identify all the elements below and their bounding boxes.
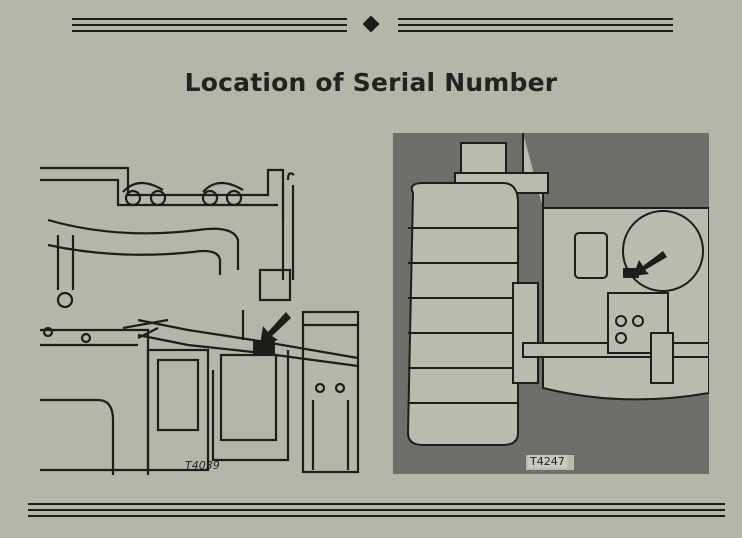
axle-illustration: [393, 133, 709, 474]
figure-code-right: T4247: [528, 455, 567, 468]
engine-illustration: [40, 166, 360, 475]
page-title: Location of Serial Number: [184, 68, 558, 97]
figure-code-left: T4039: [185, 459, 220, 472]
diamond-icon: [362, 15, 380, 33]
